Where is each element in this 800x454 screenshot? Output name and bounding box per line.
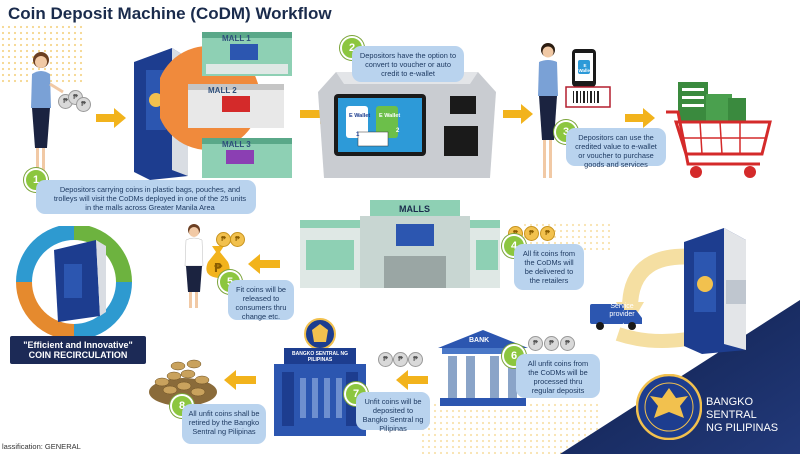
- arrow-left-icon: [248, 254, 280, 274]
- arrow-right-icon: [96, 108, 126, 128]
- delivery-truck-icon: [590, 304, 642, 330]
- arrow-right-icon: [503, 104, 533, 124]
- coin-icon: ₱: [393, 352, 408, 367]
- recirculation-title: COIN RECIRCULATION: [28, 350, 128, 360]
- svg-text:₱: ₱: [214, 261, 223, 275]
- mall-1-label: MALL 1: [222, 34, 251, 43]
- coin-icon: ₱: [216, 232, 231, 247]
- step-2-callout: Depositors have the option to convert to…: [352, 46, 464, 82]
- step-8-callout: All unfit coins shall be retired by the …: [182, 404, 266, 444]
- ewallet-2-label: E Wallet: [379, 113, 401, 119]
- ewallet-1-number: 1: [356, 132, 360, 138]
- depositor-woman-icon: [31, 52, 64, 178]
- coin-icon: ₱: [560, 336, 575, 351]
- consumer-woman-icon: [184, 224, 204, 308]
- bank-label: BANK: [469, 337, 490, 344]
- arrow-left-icon: [396, 370, 428, 390]
- page-title: Coin Deposit Machine (CoDM) Workflow: [8, 4, 332, 23]
- classification-label: lassification: GENERAL: [2, 442, 81, 451]
- money-bag-icon: ₱: [206, 246, 230, 278]
- recirculation-cycle-icon: [16, 226, 132, 338]
- recirculation-banner: "Efficient and Innovative" COIN RECIRCUL…: [10, 336, 146, 364]
- bank-icon: [438, 330, 528, 406]
- codm-screen-machine-icon: [318, 72, 496, 178]
- brand-name-line-2: NG PILIPINAS: [706, 422, 779, 435]
- bsp-building-label: BANGKO SENTRAL NG PILIPINAS: [291, 351, 349, 363]
- step-5-callout: Fit coins will be released to consumers …: [228, 280, 294, 321]
- step-7-callout: Unfit coins will be deposited to Bangko …: [356, 392, 430, 433]
- coin-icon: ₱: [230, 232, 245, 247]
- coin-icon: ₱: [378, 352, 393, 367]
- bsp-seal-logo: [636, 374, 702, 440]
- step-6-callout: All unfit coins from the CoDMs will be p…: [516, 354, 600, 398]
- arrow-left-icon: [224, 370, 256, 390]
- malls-building-icon: [300, 200, 500, 288]
- coin-icon: ₱: [408, 352, 423, 367]
- coin-icon: ₱: [528, 336, 543, 351]
- step-3-callout: Depositors can use the credited value to…: [566, 128, 666, 169]
- shopper-woman-icon: [538, 43, 558, 178]
- service-provider-label: Service provider: [609, 303, 635, 318]
- malls-building-label: MALLS: [399, 204, 430, 214]
- bsp-building-icon: [274, 318, 366, 436]
- step-1-callout: Depositors carrying coins in plastic bag…: [36, 180, 256, 214]
- phone-icon: [572, 49, 596, 87]
- recirculation-tagline: "Efficient and Innovative": [23, 340, 133, 350]
- ewallet-1-label: E Wallet: [349, 113, 371, 119]
- coin-icon: ₱: [544, 336, 559, 351]
- coin-icon: ₱: [524, 226, 539, 241]
- voucher-icon: [565, 86, 611, 108]
- coin-icon: ₱: [540, 226, 555, 241]
- coin-pile-icon: [149, 359, 217, 406]
- malls-group: [160, 32, 292, 178]
- phone-ewallet-label: E Wallet: [578, 63, 592, 73]
- step-4-callout: All fit coins from the CoDMs will be del…: [514, 244, 584, 290]
- mall-2-label: MALL 2: [208, 86, 237, 95]
- mall-3-label: MALL 3: [222, 140, 251, 149]
- ewallet-2-number: 2: [396, 128, 400, 134]
- coin-icon: ₱: [76, 97, 91, 112]
- shopping-cart-icon: [666, 82, 772, 178]
- brand-name: BANGKO SENTRAL NG PILIPINAS: [706, 396, 794, 436]
- codm-kiosk-right-icon: [684, 228, 746, 354]
- brand-name-line-1: BANGKO SENTRAL: [706, 396, 757, 422]
- arrow-right-icon: [625, 108, 655, 128]
